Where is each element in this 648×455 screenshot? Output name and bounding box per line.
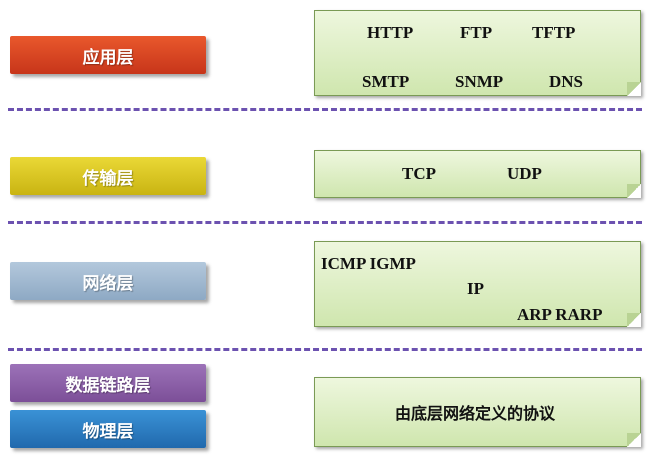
protocol-udp: UDP [507,164,542,183]
protocol-arp-rarp: ARP RARP [517,305,603,324]
physical-layer-label: 物理层 [10,410,206,448]
application-protocols-box: HTTP FTP TFTP SMTP SNMP DNS [314,10,641,96]
network-protocols-box: ICMP IGMP IP ARP RARP [314,241,641,327]
transport-layer-label: 传输层 [10,157,206,195]
folded-corner [627,82,641,96]
layer-separator [8,348,642,351]
application-layer-label: 应用层 [10,36,206,74]
folded-corner [627,433,641,447]
folded-corner [627,184,641,198]
transport-protocols-box: TCP UDP [314,150,641,198]
folded-corner [627,313,641,327]
layer-separator [8,108,642,111]
datalink-layer-label: 数据链路层 [10,364,206,402]
protocol-http: HTTP [367,23,414,42]
protocol-snmp: SNMP [455,72,504,91]
protocol-icmp-igmp: ICMP IGMP [321,254,416,273]
protocol-ftp: FTP [460,23,493,42]
network-layer-label: 网络层 [10,262,206,300]
protocol-tcp: TCP [402,164,436,183]
protocol-dns: DNS [549,72,584,91]
lower-layer-protocols-box: 由底层网络定义的协议 [314,377,641,447]
lower-layer-protocols-text: 由底层网络定义的协议 [395,404,556,423]
protocol-smtp: SMTP [362,72,410,91]
layer-separator [8,221,642,224]
protocol-ip: IP [467,279,484,298]
protocol-tftp: TFTP [532,23,576,42]
